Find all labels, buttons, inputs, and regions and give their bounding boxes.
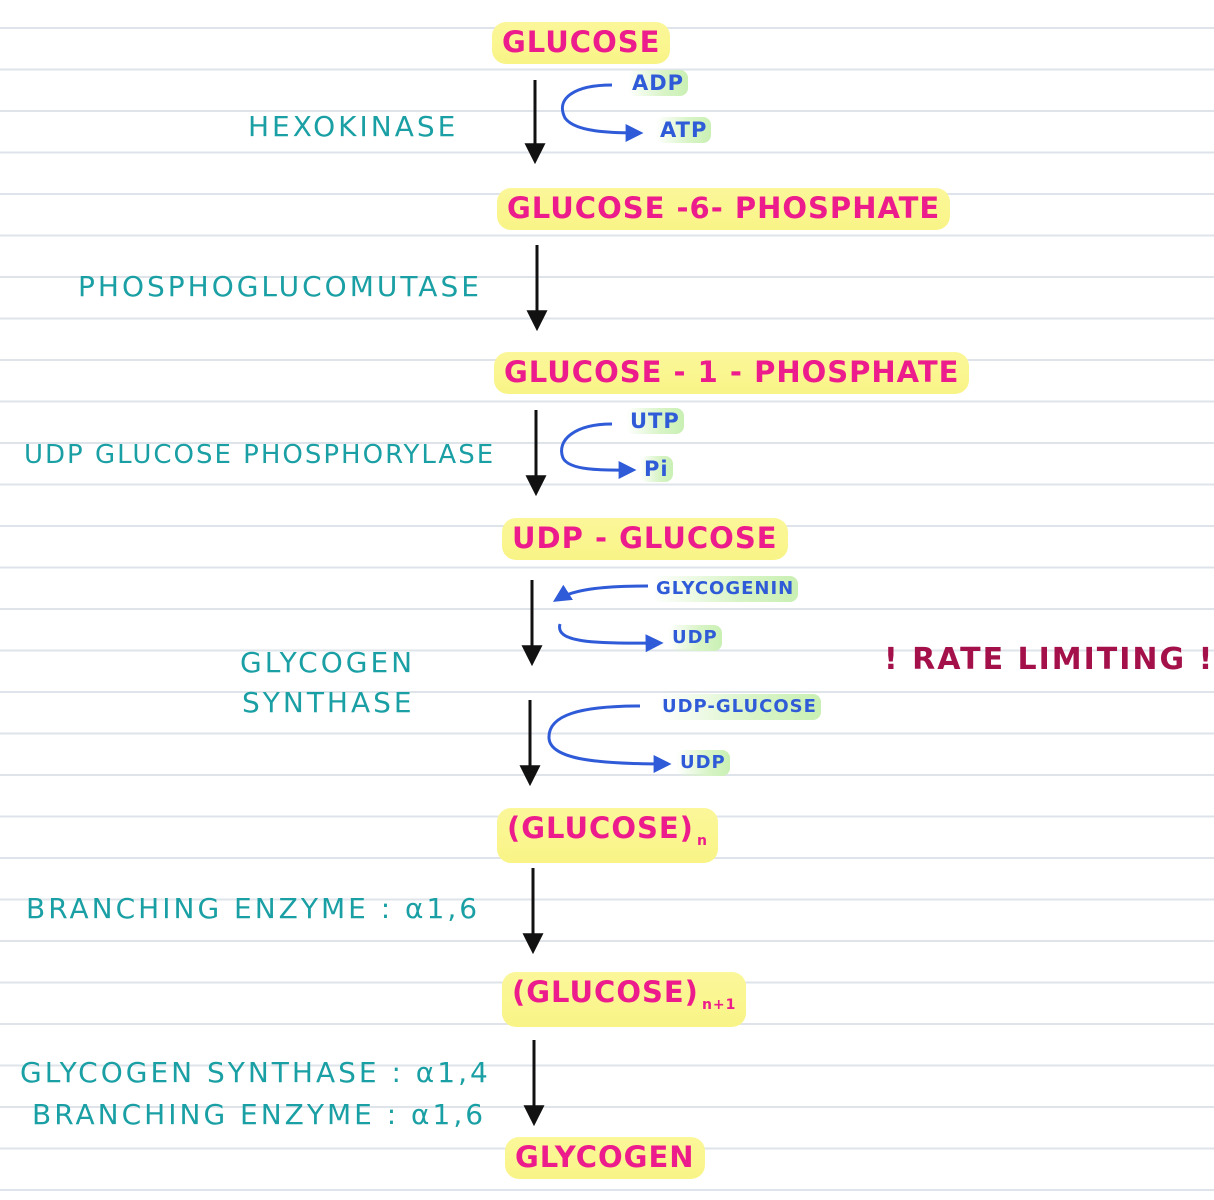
compound-glycogen: GLYCOGEN bbox=[505, 1137, 705, 1179]
cofactor-glycogenin: GLYCOGENIN bbox=[652, 576, 799, 602]
cofactor-utp: UTP bbox=[626, 408, 684, 434]
compound-glucose-n-plus-1: (GLUCOSE)n+1 bbox=[502, 972, 747, 1027]
enzyme-udp-glucose-phosphorylase: UDP GLUCOSE PHOSPHORYLASE bbox=[24, 440, 496, 470]
rate-limiting-note: ! RATE LIMITING ! bbox=[884, 642, 1214, 677]
compound-glucose: GLUCOSE bbox=[492, 22, 671, 64]
compound-glucose-n1-subscript: n+1 bbox=[701, 996, 737, 1013]
enzyme-glycogen-synthase-line1: GLYCOGEN bbox=[240, 646, 416, 679]
compound-glucose-1-phosphate: GLUCOSE - 1 - PHOSPHATE bbox=[494, 352, 970, 394]
compound-glucose-n-subscript: n bbox=[696, 832, 708, 849]
cofactor-arrow-hexokinase bbox=[561, 83, 644, 142]
cofactor-atp: ATP bbox=[656, 117, 712, 143]
cofactor-arrow-udp-glucose bbox=[547, 704, 672, 773]
compound-glucose-n: (GLUCOSE)n bbox=[497, 808, 718, 863]
cofactor-arrow-udp-out-1 bbox=[558, 623, 664, 653]
compound-udp-glucose: UDP - GLUCOSE bbox=[502, 518, 788, 560]
compound-glucose-n1-label: (GLUCOSE) bbox=[512, 975, 699, 1009]
enzyme-hexokinase: HEXOKINASE bbox=[248, 110, 459, 143]
cofactor-udp-1: UDP bbox=[668, 625, 722, 651]
cofactor-adp: ADP bbox=[628, 70, 689, 96]
enzyme-glycogen-synthase-line2: SYNTHASE bbox=[242, 686, 415, 719]
cofactor-udp-2: UDP bbox=[676, 750, 730, 776]
enzyme-phosphoglucomutase: PHOSPHOGLUCOMUTASE bbox=[78, 270, 482, 303]
enzyme-glycogen-synthase-final: GLYCOGEN SYNTHASE : α1,4 bbox=[20, 1056, 491, 1089]
enzyme-branching-final: BRANCHING ENZYME : α1,6 bbox=[32, 1098, 487, 1131]
cofactor-pi: Pi bbox=[640, 456, 673, 482]
cofactor-arrow-udp-phosphorylase bbox=[560, 422, 637, 480]
compound-glucose-6-phosphate: GLUCOSE -6- PHOSPHATE bbox=[497, 188, 951, 230]
enzyme-branching: BRANCHING ENZYME : α1,6 bbox=[26, 892, 481, 925]
cofactor-arrow-glycogenin bbox=[552, 584, 649, 602]
cofactor-udp-glucose: UDP-GLUCOSE bbox=[658, 694, 821, 720]
compound-glucose-n-label: (GLUCOSE) bbox=[507, 811, 694, 845]
